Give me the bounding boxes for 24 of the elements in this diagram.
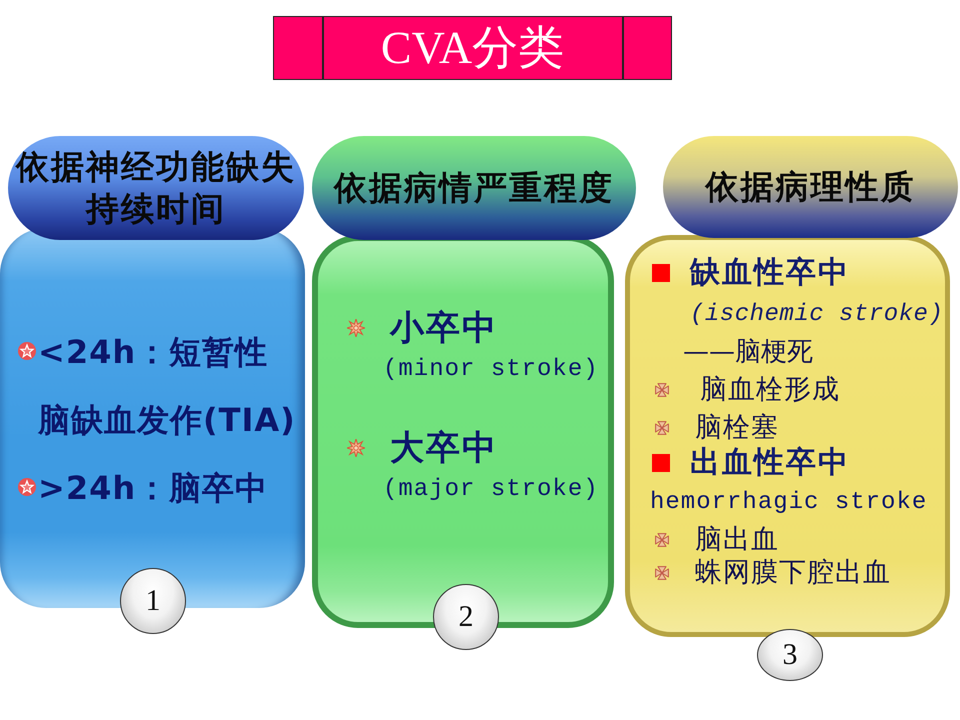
note-text: ——脑梗死	[683, 336, 813, 368]
list-item: 蛛网膜下腔出血	[695, 556, 891, 590]
list-item: 出血性卒中	[690, 444, 850, 482]
header-text: 依据病情严重程度	[334, 168, 614, 207]
number-circle: 3	[757, 629, 823, 681]
list-item: >24h：脑卒中	[38, 469, 268, 507]
english-term: (minor stroke)	[383, 355, 599, 385]
header-text: 依据病理性质	[706, 167, 916, 206]
list-item: 脑出血	[695, 523, 779, 557]
english-term: hemorrhagic stroke	[650, 488, 928, 518]
list-item: 小卒中	[390, 306, 498, 350]
title-text: CVA分类	[380, 21, 564, 75]
list-item: 大卒中	[390, 426, 498, 470]
list-item: 缺血性卒中	[690, 254, 850, 292]
content-panel	[312, 235, 614, 628]
english-term: (ischemic stroke)	[690, 300, 944, 330]
number-circle: 1	[120, 568, 186, 634]
list-item: 脑栓塞	[695, 411, 779, 445]
header-text: 依据神经功能缺失持续时间	[16, 147, 296, 228]
list-item: 脑血栓形成	[700, 373, 840, 407]
english-term: (major stroke)	[383, 475, 599, 505]
list-item: <24h：短暂性脑缺血发作(TIA)	[38, 333, 296, 439]
content-panel	[0, 228, 305, 608]
content-panel	[625, 235, 950, 637]
